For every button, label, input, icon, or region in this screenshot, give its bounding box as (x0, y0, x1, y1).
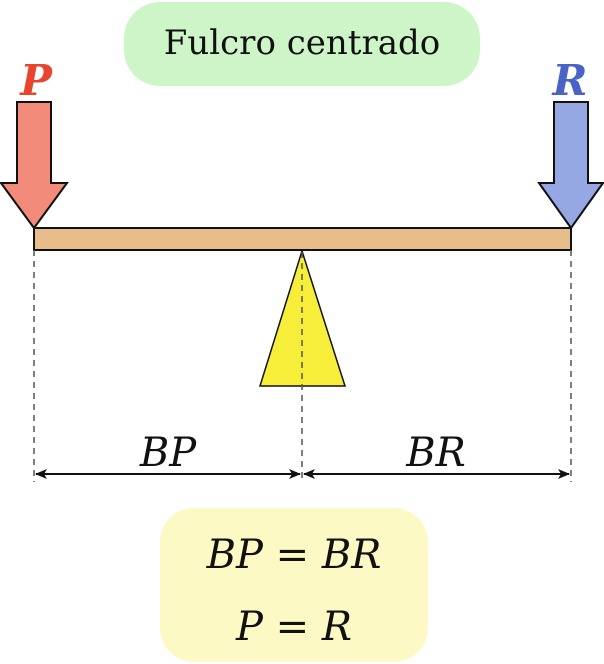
br-label: BR (405, 430, 466, 476)
effort-label: P (19, 56, 53, 105)
bp-label: BP (139, 430, 197, 476)
resistance-arrow-icon (537, 101, 604, 230)
effort-arrow-icon (0, 101, 69, 230)
formula-line-1: BP = BR (206, 532, 382, 578)
lever-beam (33, 227, 572, 251)
diagram-title: Fulcro centrado (164, 23, 440, 63)
resistance-label: R (552, 56, 588, 105)
formula-line-2: P = R (235, 604, 352, 650)
formula-box (160, 508, 428, 662)
title-box (124, 2, 480, 86)
